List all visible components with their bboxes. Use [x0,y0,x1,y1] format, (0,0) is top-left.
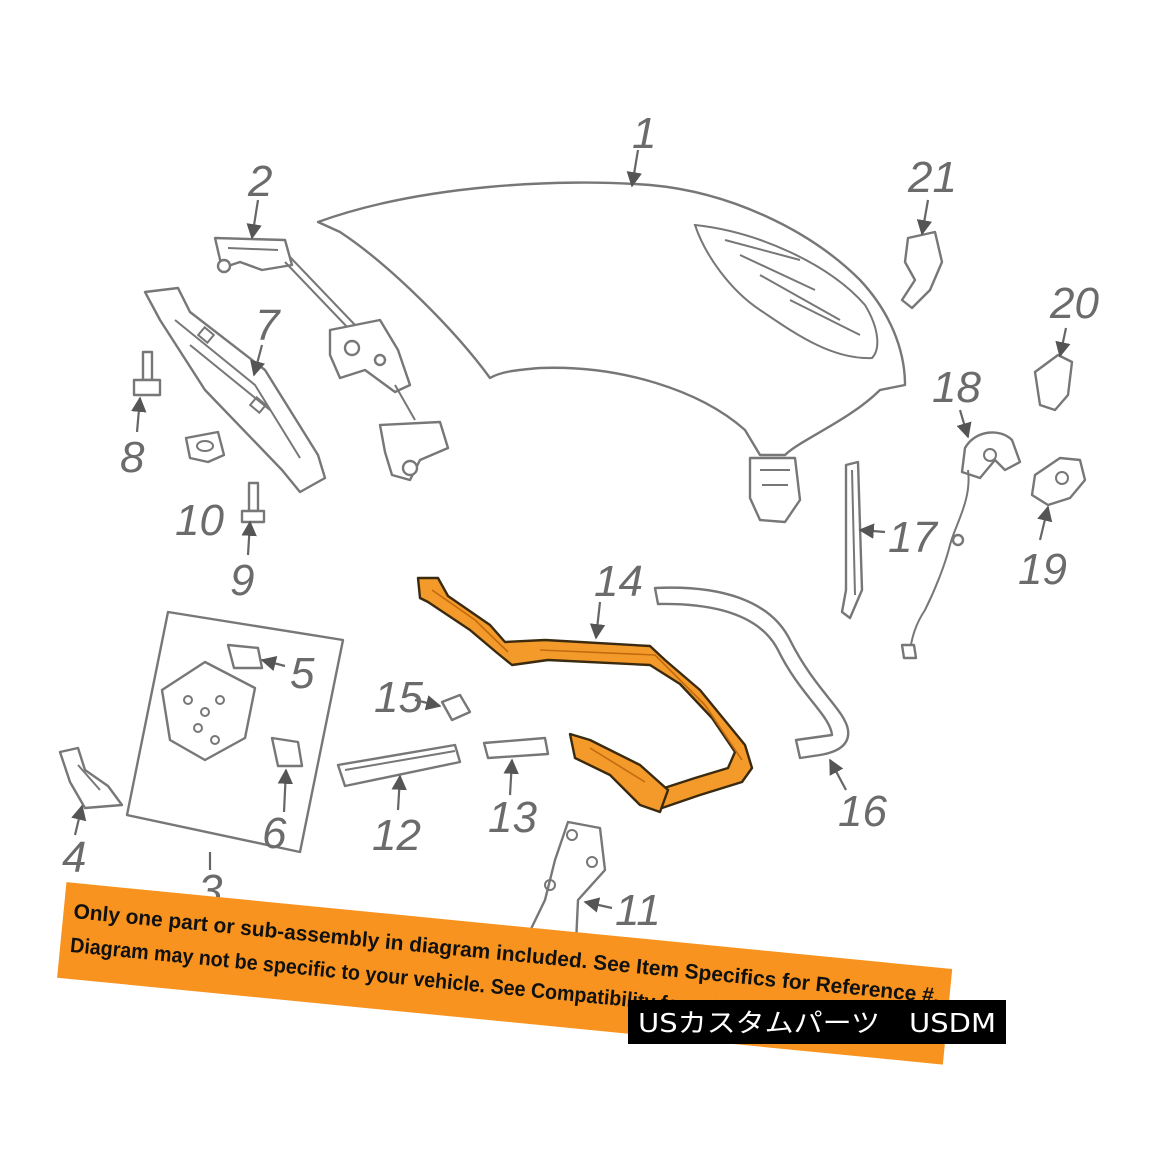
clip-part-10 [184,430,226,464]
callout-numbers: 1 2 3 4 5 6 7 8 9 10 11 12 13 14 15 16 1… [62,109,1099,935]
screw-part-9 [240,481,266,524]
callout-1: 1 [632,109,656,158]
callout-9: 9 [230,556,254,605]
callout-21: 21 [907,153,957,202]
callout-8: 8 [120,433,145,482]
watermark-background [628,1000,1006,1044]
callout-5: 5 [290,649,315,698]
bracket-part-21 [900,230,944,310]
bracket-part-4 [58,746,124,810]
latch-cable-part-18 [900,431,1022,660]
weatherstrip-part-14-highlighted [416,576,754,814]
callout-12: 12 [372,811,421,860]
callout-6: 6 [262,809,287,858]
callout-18: 18 [932,363,981,412]
callout-14: 14 [594,557,643,606]
callout-13: 13 [488,793,537,842]
seal-part-13 [482,736,550,760]
latch-part-19 [1030,456,1087,507]
callout-17: 17 [888,513,938,562]
strip-part-17 [840,460,864,620]
hard-top-part-1 [316,181,907,524]
watermark: USカスタムパーツ USDM [628,1000,1006,1044]
callout-7: 7 [255,301,281,350]
seal-part-12 [336,743,462,788]
bolt-part-8 [132,350,162,397]
clip-part-20 [1033,353,1074,412]
callout-11: 11 [615,886,661,935]
clip-part-15 [440,693,472,722]
weatherstrip-part-16 [653,586,850,760]
callout-15: 15 [374,673,423,722]
side-rail-part-7 [143,286,327,494]
watermark-text: USカスタムパーツ USDM [638,1009,996,1039]
callout-19: 19 [1018,545,1067,594]
hinge-linkage-part-2 [213,236,450,482]
callout-10: 10 [175,496,224,545]
callout-4: 4 [62,833,86,882]
callout-16: 16 [838,787,887,836]
bracket-assembly-part-3 [125,610,345,854]
leader-lines [71,149,1071,913]
callout-2: 2 [247,157,272,206]
callout-20: 20 [1049,279,1099,328]
